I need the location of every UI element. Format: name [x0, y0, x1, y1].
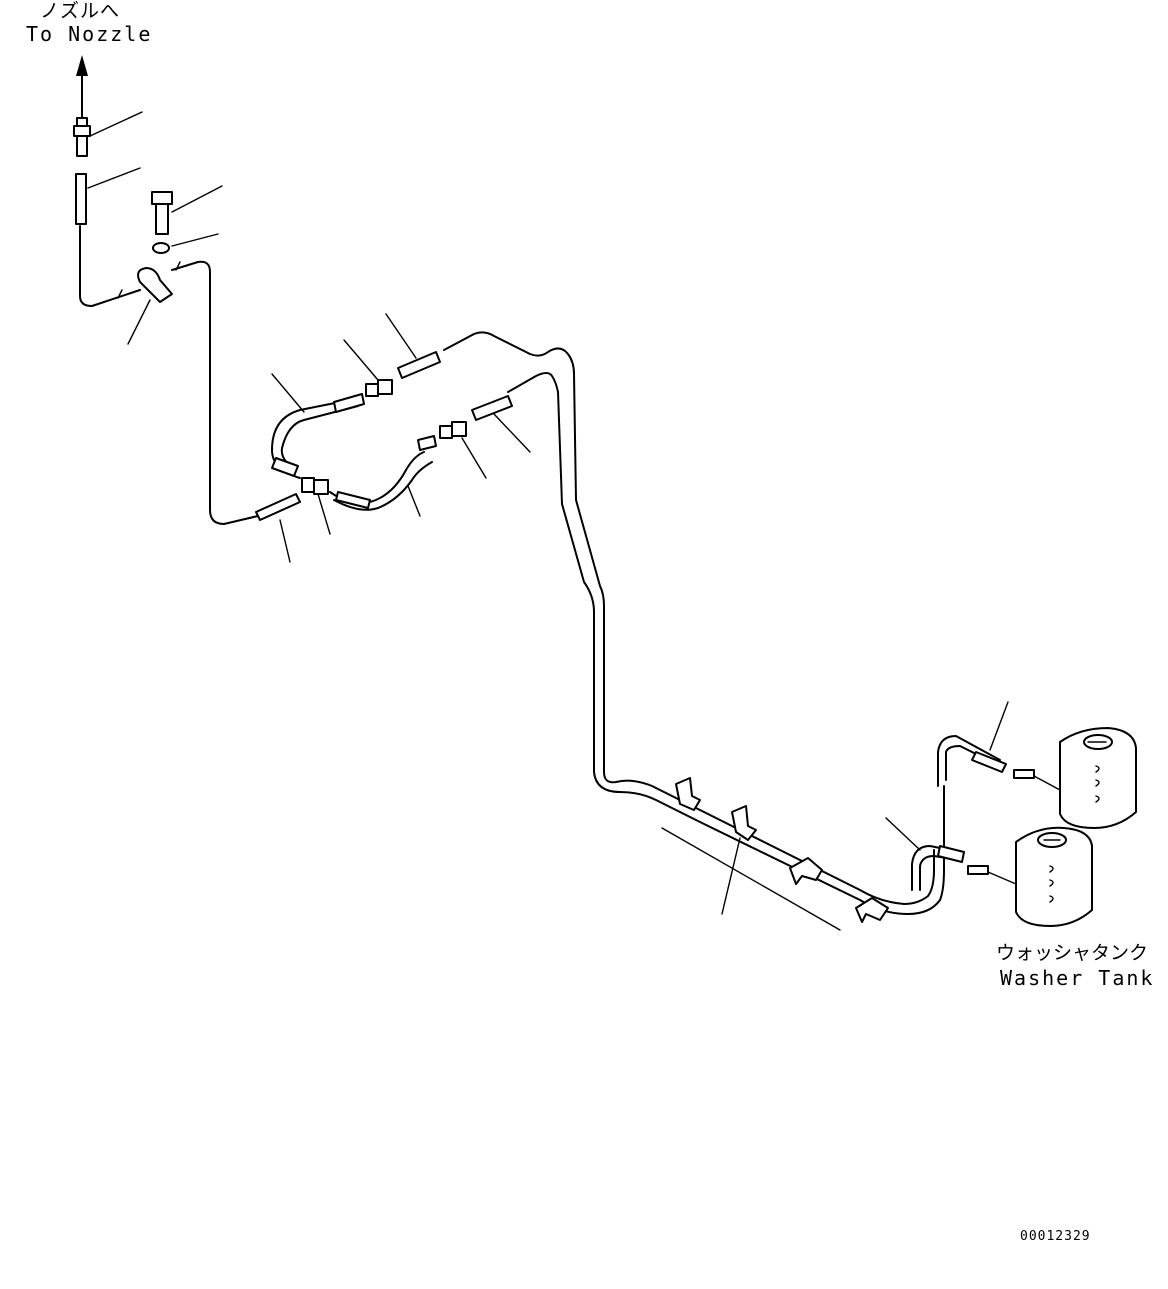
washer-tank-icon [1059, 727, 1137, 829]
nozzle-hose [75, 167, 141, 225]
bolt [151, 185, 223, 235]
washer [152, 233, 219, 254]
to-nozzle-label-jp: ノズルへ [40, 0, 121, 22]
main-pipe-inner [507, 372, 945, 915]
to-nozzle-label: To Nozzle [26, 22, 153, 46]
washer-tank-label: Washer Tank [1000, 966, 1155, 990]
upper-pipe [79, 225, 259, 525]
washer-tank-icon [1015, 826, 1093, 927]
washer-tank-label-jp: ウォッシャタンク [996, 942, 1149, 964]
pipe-clamp [127, 267, 173, 345]
nozzle-connector [73, 111, 143, 157]
main-pipe-outer [443, 331, 935, 905]
left-hose [255, 493, 301, 563]
tank-hoses [885, 701, 1061, 891]
pipe-clamps [661, 777, 889, 931]
arrow-up-icon [76, 55, 88, 119]
loop-hoses [271, 373, 437, 517]
drawing-code: 00012329 [1020, 1229, 1091, 1244]
tee-joint [301, 477, 331, 535]
upper-connector [343, 313, 441, 397]
lower-connector [439, 395, 531, 479]
